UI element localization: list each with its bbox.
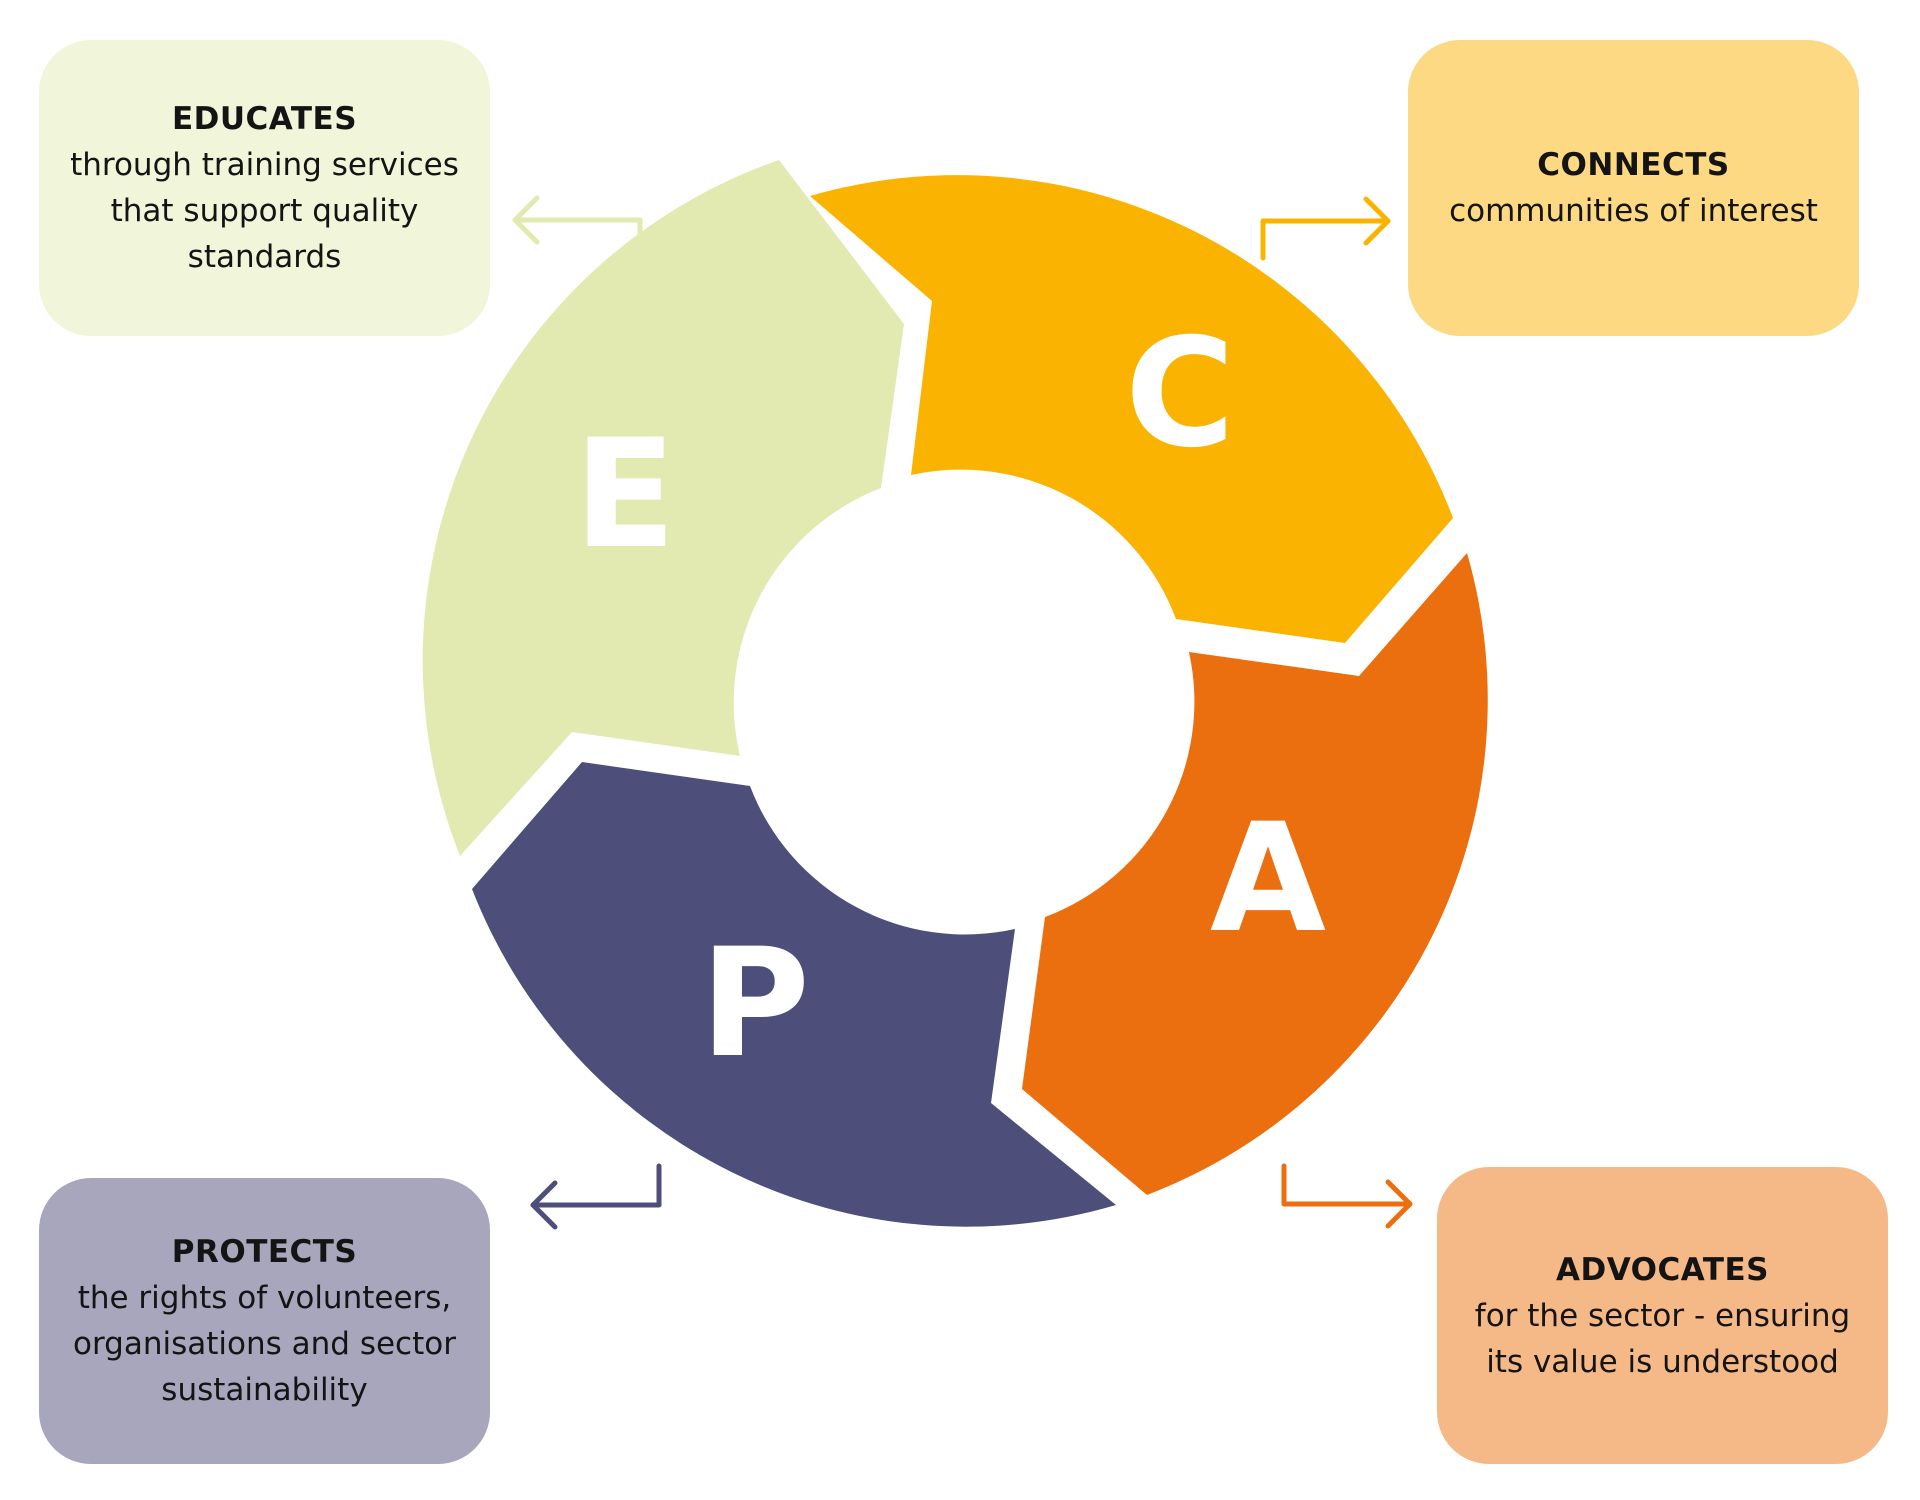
- segment-letter-educates: E: [574, 408, 676, 582]
- card-title-advocates: ADVOCATES: [1555, 1251, 1769, 1288]
- card-description-protects: the rights of volunteers, organisations …: [73, 1280, 456, 1408]
- arrow-connects: [1260, 196, 1391, 261]
- card-description-educates: through training services that support q…: [70, 147, 459, 275]
- segment-protects: [472, 762, 1116, 1227]
- segment-letter-protects: P: [700, 917, 810, 1091]
- arrow-educates: [512, 195, 643, 261]
- card-protects: PROTECTS the rights of volunteers, organ…: [39, 1178, 490, 1464]
- card-advocates: ADVOCATES for the sector - ensuring its …: [1437, 1167, 1888, 1464]
- card-educates: EDUCATES through training services that …: [39, 40, 490, 336]
- card-description-advocates: for the sector - ensuring its value is u…: [1474, 1297, 1851, 1380]
- segment-advocates: [1022, 553, 1488, 1195]
- segment-educates: [422, 160, 904, 856]
- card-description-connects: communities of interest: [1449, 193, 1818, 229]
- segment-letter-advocates: A: [1210, 792, 1326, 966]
- card-title-educates: EDUCATES: [171, 101, 358, 137]
- segment-connects: [810, 175, 1453, 643]
- arrow-protects: [530, 1163, 662, 1230]
- card-connects: CONNECTS communities of interest: [1408, 40, 1859, 336]
- card-title-connects: CONNECTS: [1537, 147, 1730, 183]
- arrow-advocates: [1281, 1163, 1413, 1229]
- segment-letter-connects: C: [1125, 307, 1235, 481]
- card-title-protects: PROTECTS: [171, 1234, 358, 1270]
